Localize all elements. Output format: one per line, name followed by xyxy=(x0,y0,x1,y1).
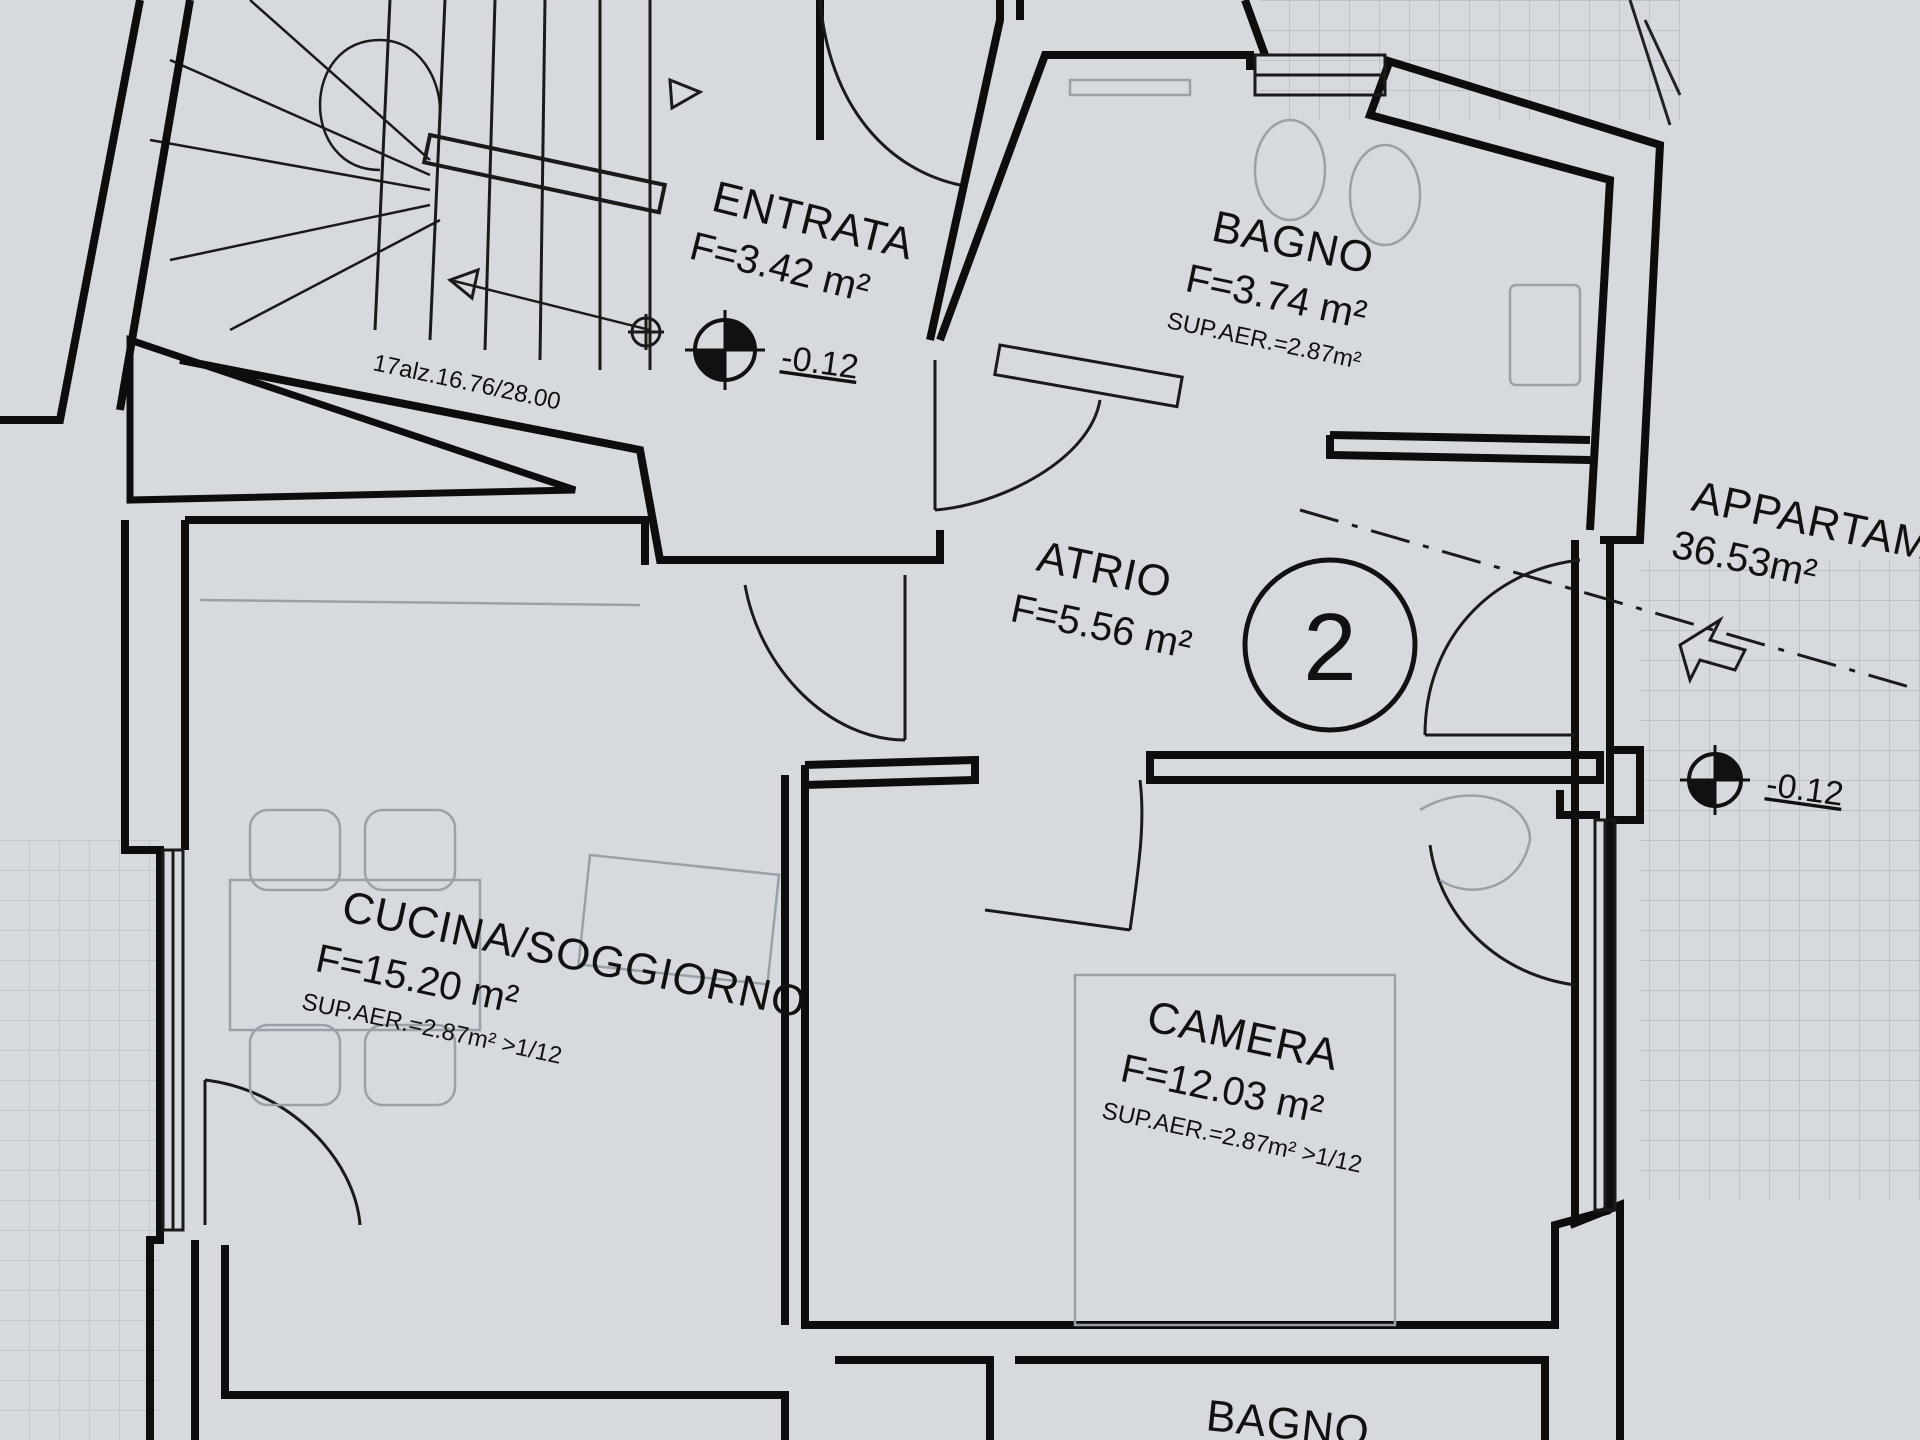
walls xyxy=(0,0,1665,1440)
apartment-number-circle xyxy=(1242,557,1418,733)
elevation-marker-entrata xyxy=(685,310,765,390)
elevation-marker-outside xyxy=(1680,745,1750,815)
boundary-hatch xyxy=(1628,0,1682,126)
apartment-number: 2 xyxy=(1303,594,1356,701)
windows xyxy=(161,53,1617,1232)
staircase xyxy=(149,0,704,370)
section-line xyxy=(1299,508,1920,692)
doors xyxy=(203,0,1581,1226)
entry-arrow-icon xyxy=(1678,615,1748,685)
furniture xyxy=(199,78,1582,1327)
